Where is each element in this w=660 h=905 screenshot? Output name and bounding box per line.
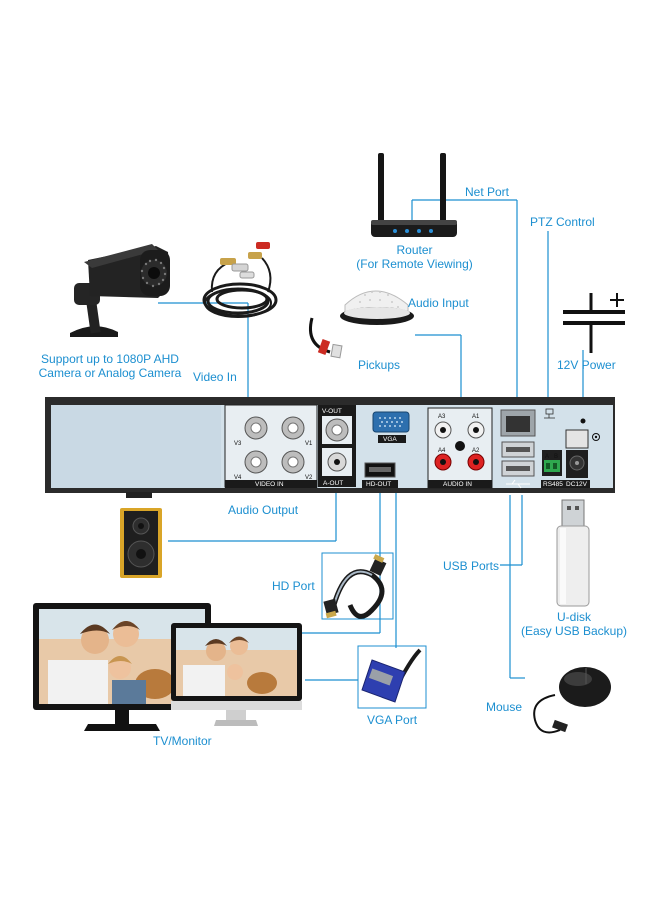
video-in-label: Video In xyxy=(193,370,237,384)
net-port-label: Net Port xyxy=(465,185,510,199)
hdmi-cable-illustration xyxy=(323,554,387,619)
panel-label-rs485: RS485 xyxy=(543,481,563,488)
panel-label-audio-in: AUDIO IN xyxy=(443,481,472,488)
tv-monitor-label: TV/Monitor xyxy=(153,734,212,748)
speaker-illustration xyxy=(120,492,162,578)
vga-port-label: VGA Port xyxy=(367,713,418,727)
ptz-control-label: PTZ Control xyxy=(530,215,595,229)
panel-label-v-out: V-OUT xyxy=(322,408,342,415)
audio-input-label: Audio Input xyxy=(408,296,469,310)
panel-label-a1: A1 xyxy=(472,414,480,420)
panel-label-v1: V1 xyxy=(305,441,313,447)
panel-label-b: B xyxy=(554,454,558,460)
pickup-microphone-illustration xyxy=(309,290,414,359)
camera-label: Support up to 1080P AHD Camera or Analog… xyxy=(30,352,190,380)
udisk-label-line1: U-disk xyxy=(556,610,591,624)
panel-label-v2: V2 xyxy=(305,475,313,481)
vga-cable-illustration xyxy=(361,648,422,703)
panel-label-a-out: A-OUT xyxy=(323,480,343,487)
panel-label-a2: A2 xyxy=(472,448,480,454)
router-label: Router (For Remote Viewing) xyxy=(352,243,477,271)
panel-label-v4: V4 xyxy=(234,475,242,481)
udisk-label: U-disk (Easy USB Backup) xyxy=(515,610,633,638)
pickups-label: Pickups xyxy=(358,358,401,372)
mouse-illustration xyxy=(533,667,611,734)
panel-label-a3: A3 xyxy=(438,414,446,420)
panel-label-vga: VGA xyxy=(383,436,397,443)
video-in-bnc-ports xyxy=(244,416,305,474)
panel-labels: V-OUT A-OUT VGA HD-OUT VIDEO IN AUDIO IN… xyxy=(234,408,588,488)
vga-port-callout-box xyxy=(357,645,427,709)
bullet-camera-illustration xyxy=(70,244,170,337)
second-monitor-illustration xyxy=(171,623,302,726)
usb-symbol-icon xyxy=(506,479,530,489)
ptz-network-icon xyxy=(544,408,555,419)
hd-port-callout-box xyxy=(321,552,394,620)
router-illustration xyxy=(371,153,457,237)
panel-label-v3: V3 xyxy=(234,441,242,447)
router-label-line2: (For Remote Viewing) xyxy=(356,257,473,271)
udisk-label-line2: (Easy USB Backup) xyxy=(520,624,628,638)
dc-power-symbol-icon xyxy=(563,293,625,353)
usb-ports-label: USB Ports xyxy=(443,559,500,573)
mouse-label: Mouse xyxy=(486,700,523,714)
panel-label-video-in: VIDEO IN xyxy=(255,481,284,488)
panel-label-a: A xyxy=(545,454,549,460)
panel-label-dc12v: DC12V xyxy=(566,481,588,488)
video-power-cable-illustration xyxy=(202,257,278,318)
power-label: 12V Power xyxy=(557,358,616,372)
audio-output-label: Audio Output xyxy=(228,503,299,517)
camera-label-line2: Camera or Analog Camera xyxy=(38,366,182,380)
hd-port-label: HD Port xyxy=(272,579,315,593)
panel-label-a4: A4 xyxy=(438,448,446,454)
panel-label-hd-out: HD-OUT xyxy=(366,481,391,488)
usb-flash-drive-illustration xyxy=(556,499,590,607)
router-label-line1: Router xyxy=(396,243,433,257)
dvr-rear-panel xyxy=(45,397,615,493)
camera-label-line1: Support up to 1080P AHD xyxy=(41,352,179,366)
cable-connectors xyxy=(220,242,270,279)
